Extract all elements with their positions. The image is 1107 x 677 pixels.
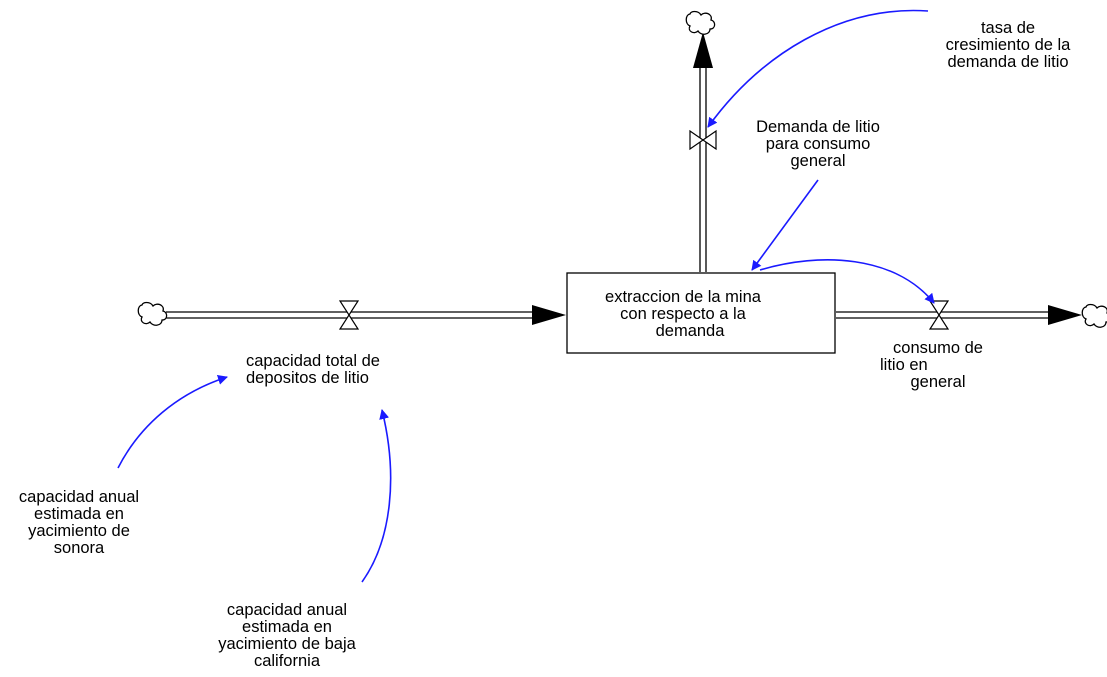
cloud-icon [1081, 303, 1107, 328]
outflow-right-label: consumo de litio en general [878, 340, 998, 391]
inflow-label: capacidad total de depositos de litio [246, 353, 380, 387]
baja-california-label-line: capacidad anual [226, 601, 348, 619]
baja-california-label-line: yacimiento de baja [218, 635, 356, 653]
valve-icon[interactable] [338, 300, 360, 330]
sonora-label-line: sonora [53, 539, 105, 557]
outflow-up-label: Demanda de litio para consumo general [728, 119, 908, 170]
stock-label-line: extraccion de la mina [605, 288, 761, 306]
outflow-right-label-line: general [910, 373, 966, 391]
cloud-icon [137, 301, 168, 326]
inflow-label-line: depositos de litio [246, 369, 369, 387]
sonora-label-line: capacidad anual [18, 488, 140, 506]
stock-label: extraccion de la mina con respecto a la … [578, 289, 788, 340]
arrowhead-icon [1048, 305, 1082, 325]
cloud-icon [685, 10, 716, 35]
link-arrow[interactable] [117, 375, 228, 469]
outflow-right-label-line: consumo de [893, 339, 983, 357]
growth-rate-label-line: tasa de [980, 19, 1036, 37]
sonora-label: capacidad anual estimada en yacimiento d… [4, 489, 154, 557]
baja-california-label: capacidad anual estimada en yacimiento d… [192, 602, 382, 670]
stock-box[interactable] [566, 272, 836, 354]
growth-rate-label: tasa de cresimiento de la demanda de lit… [920, 20, 1096, 71]
valve-icon[interactable] [928, 300, 950, 330]
baja-california-label-line: estimada en [242, 618, 332, 636]
link-arrow[interactable] [751, 179, 819, 271]
link-arrow[interactable] [759, 259, 935, 304]
arrowhead-icon [693, 32, 713, 68]
outflow-up-label-line: general [790, 152, 846, 170]
outflow-right-label-line: litio en [880, 356, 928, 374]
outflow-up-label-line: para consumo [765, 135, 871, 153]
outflow-up-label-line: Demanda de litio [756, 118, 880, 136]
sonora-label-line: yacimiento de [28, 522, 130, 540]
link-arrow[interactable] [361, 409, 392, 583]
stock-label-line: con respecto a la [620, 305, 746, 323]
baja-california-label-line: california [253, 652, 321, 670]
outflow-right-pipe[interactable] [836, 311, 1055, 319]
inflow-pipe[interactable] [166, 311, 538, 319]
sonora-label-line: estimada en [34, 505, 124, 523]
inflow-label-line: capacidad total de [246, 352, 380, 370]
arrowhead-icon [532, 305, 566, 325]
link-arrow[interactable] [707, 9, 929, 128]
stock-label-line: demanda [655, 322, 725, 340]
growth-rate-label-line: cresimiento de la [945, 36, 1071, 54]
growth-rate-label-line: demanda de litio [947, 53, 1069, 71]
outflow-up-pipe[interactable] [699, 62, 707, 272]
valve-icon[interactable] [689, 129, 717, 151]
